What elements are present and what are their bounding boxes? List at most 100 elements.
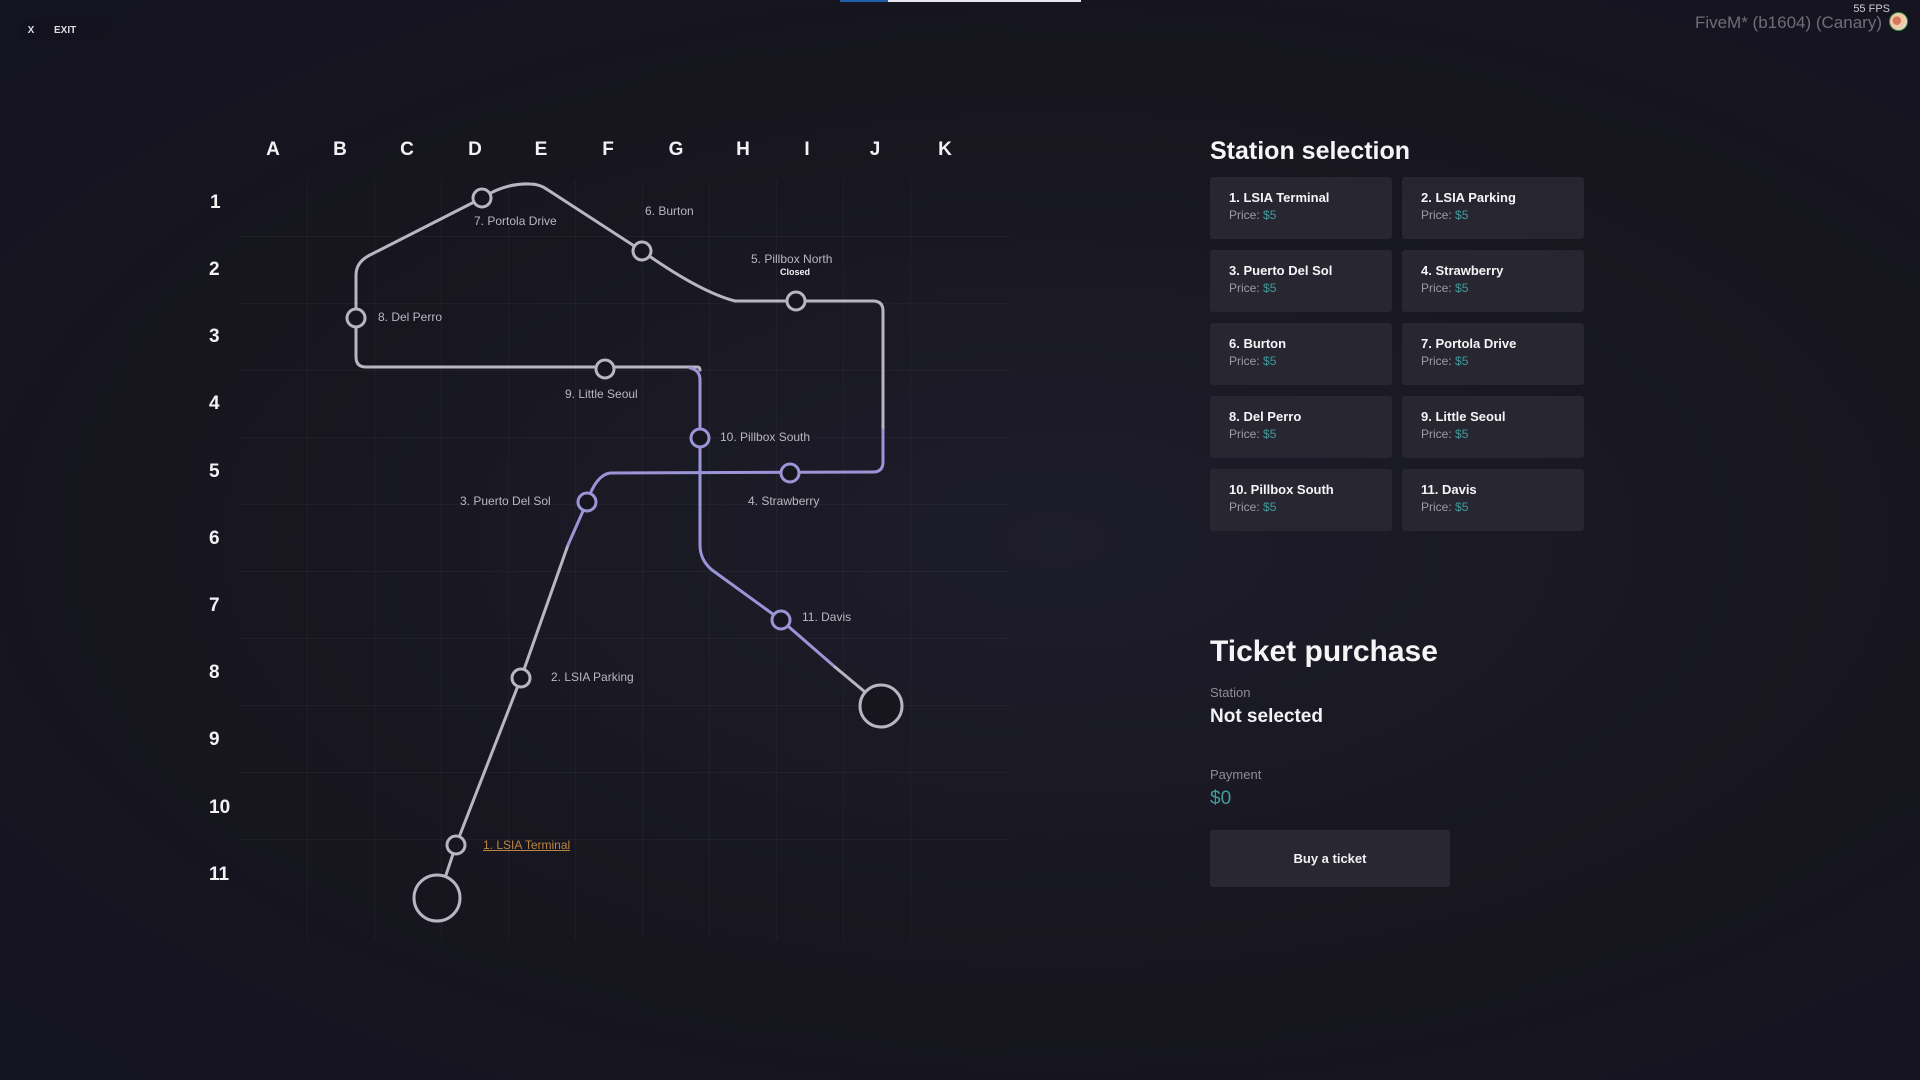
station-node-3 bbox=[576, 491, 598, 513]
card-station-name: 3. Puerto Del Sol bbox=[1229, 263, 1333, 278]
station-label-1[interactable]: 1. LSIA Terminal bbox=[483, 838, 571, 852]
metro-lines bbox=[345, 182, 904, 923]
card-station-name: 9. Little Seoul bbox=[1421, 409, 1506, 424]
station-node-1 bbox=[445, 834, 467, 856]
price-label: Price: bbox=[1421, 427, 1452, 441]
column-label: A bbox=[266, 139, 280, 160]
card-price: Price: $5 bbox=[1229, 354, 1392, 368]
column-label: K bbox=[938, 139, 952, 160]
card-price: Price: $5 bbox=[1421, 500, 1584, 514]
station-node-11 bbox=[770, 609, 792, 631]
card-station-name: 11. Davis bbox=[1421, 482, 1477, 497]
station-card-11[interactable]: 11. Davis Price: $5 bbox=[1402, 469, 1584, 531]
selected-station-value: Not selected bbox=[1210, 706, 1323, 727]
card-price: Price: $5 bbox=[1229, 208, 1392, 222]
column-label: C bbox=[400, 139, 414, 160]
loading-progress-bar bbox=[840, 0, 1081, 2]
station-selection-title: Station selection bbox=[1210, 137, 1411, 165]
card-price: Price: $5 bbox=[1421, 208, 1584, 222]
row-label: 9 bbox=[209, 729, 220, 750]
station-node-8 bbox=[345, 307, 367, 329]
metro-map: A B C D E F G H I J K 1 2 3 4 5 6 7 8 9 … bbox=[0, 0, 1000, 1000]
station-card-1[interactable]: 1. LSIA Terminal Price: $5 bbox=[1210, 177, 1392, 239]
station-card-9[interactable]: 9. Little Seoul Price: $5 bbox=[1402, 396, 1584, 458]
station-label-4[interactable]: 4. Strawberry bbox=[748, 494, 820, 508]
station-label-10[interactable]: 10. Pillbox South bbox=[720, 430, 811, 444]
line-terminus-davis bbox=[858, 683, 904, 729]
price-value: $5 bbox=[1455, 281, 1469, 295]
payment-field-label: Payment bbox=[1210, 767, 1262, 782]
payment-amount: $0 bbox=[1210, 788, 1232, 809]
price-value: $5 bbox=[1263, 500, 1277, 514]
station-label-8[interactable]: 8. Del Perro bbox=[378, 310, 443, 324]
exit-label[interactable]: EXIT bbox=[54, 24, 77, 36]
price-label: Price: bbox=[1229, 500, 1260, 514]
station-label-3[interactable]: 3. Puerto Del Sol bbox=[460, 494, 551, 508]
station-card-6[interactable]: 6. Burton Price: $5 bbox=[1210, 323, 1392, 385]
station-node-2 bbox=[510, 667, 532, 689]
line-terminus-lsia bbox=[412, 873, 462, 923]
price-label: Price: bbox=[1229, 208, 1260, 222]
price-value: $5 bbox=[1455, 500, 1469, 514]
card-station-name: 10. Pillbox South bbox=[1229, 482, 1334, 497]
price-label: Price: bbox=[1229, 281, 1260, 295]
column-label: B bbox=[333, 139, 347, 160]
station-node-7 bbox=[471, 187, 493, 209]
close-icon[interactable]: X bbox=[22, 20, 40, 40]
price-label: Price: bbox=[1421, 354, 1452, 368]
station-card-4[interactable]: 4. Strawberry Price: $5 bbox=[1402, 250, 1584, 312]
price-value: $5 bbox=[1263, 281, 1277, 295]
card-station-name: 8. Del Perro bbox=[1229, 409, 1302, 424]
row-label: 5 bbox=[209, 461, 220, 482]
price-label: Price: bbox=[1229, 427, 1260, 441]
card-station-name: 7. Portola Drive bbox=[1421, 336, 1517, 351]
station-card-7[interactable]: 7. Portola Drive Price: $5 bbox=[1402, 323, 1584, 385]
price-value: $5 bbox=[1455, 208, 1469, 222]
station-node-6 bbox=[631, 240, 653, 262]
row-label: 1 bbox=[210, 192, 221, 213]
station-card-2[interactable]: 2. LSIA Parking Price: $5 bbox=[1402, 177, 1584, 239]
station-node-4 bbox=[779, 462, 801, 484]
exit-button[interactable]: X EXIT bbox=[22, 18, 110, 42]
column-label: H bbox=[736, 139, 750, 160]
station-card-10[interactable]: 10. Pillbox South Price: $5 bbox=[1210, 469, 1392, 531]
card-price: Price: $5 bbox=[1229, 427, 1392, 441]
column-label: D bbox=[468, 139, 482, 160]
price-value: $5 bbox=[1263, 427, 1277, 441]
station-node-5 bbox=[785, 290, 807, 312]
station-label-7[interactable]: 7. Portola Drive bbox=[474, 214, 557, 228]
buy-ticket-button[interactable]: Buy a ticket bbox=[1210, 830, 1450, 887]
station-card-3[interactable]: 3. Puerto Del Sol Price: $5 bbox=[1210, 250, 1392, 312]
station-label-6[interactable]: 6. Burton bbox=[645, 204, 694, 218]
card-price: Price: $5 bbox=[1421, 427, 1584, 441]
fivem-logo-icon bbox=[1889, 12, 1908, 31]
card-station-name: 6. Burton bbox=[1229, 336, 1287, 351]
client-title: FiveM* (b1604) (Canary) bbox=[1694, 13, 1882, 32]
station-status-closed: Closed bbox=[780, 267, 811, 277]
station-card-8[interactable]: 8. Del Perro Price: $5 bbox=[1210, 396, 1392, 458]
card-price: Price: $5 bbox=[1229, 500, 1392, 514]
price-label: Price: bbox=[1421, 500, 1452, 514]
column-label: J bbox=[869, 139, 881, 160]
price-label: Price: bbox=[1229, 354, 1260, 368]
card-price: Price: $5 bbox=[1229, 281, 1392, 295]
loading-progress-fill bbox=[840, 0, 888, 2]
card-price: Price: $5 bbox=[1421, 354, 1584, 368]
column-label: E bbox=[534, 139, 548, 160]
row-label: 2 bbox=[209, 259, 220, 280]
station-label-11[interactable]: 11. Davis bbox=[802, 610, 852, 624]
card-station-name: 4. Strawberry bbox=[1421, 263, 1504, 278]
station-label-2[interactable]: 2. LSIA Parking bbox=[551, 670, 634, 684]
station-card-grid: 1. LSIA Terminal Price: $5 2. LSIA Parki… bbox=[1210, 177, 1584, 531]
row-label: 3 bbox=[209, 326, 220, 347]
station-node-9 bbox=[594, 358, 616, 380]
station-label-9[interactable]: 9. Little Seoul bbox=[565, 387, 638, 401]
row-label: 4 bbox=[209, 393, 220, 414]
price-label: Price: bbox=[1421, 281, 1452, 295]
station-node-10 bbox=[689, 427, 711, 449]
row-label: 11 bbox=[209, 864, 230, 885]
card-station-name: 2. LSIA Parking bbox=[1421, 190, 1516, 205]
station-label-5[interactable]: 5. Pillbox North bbox=[751, 252, 833, 266]
ticket-purchase-title: Ticket purchase bbox=[1210, 635, 1438, 668]
row-label: 6 bbox=[209, 528, 220, 549]
